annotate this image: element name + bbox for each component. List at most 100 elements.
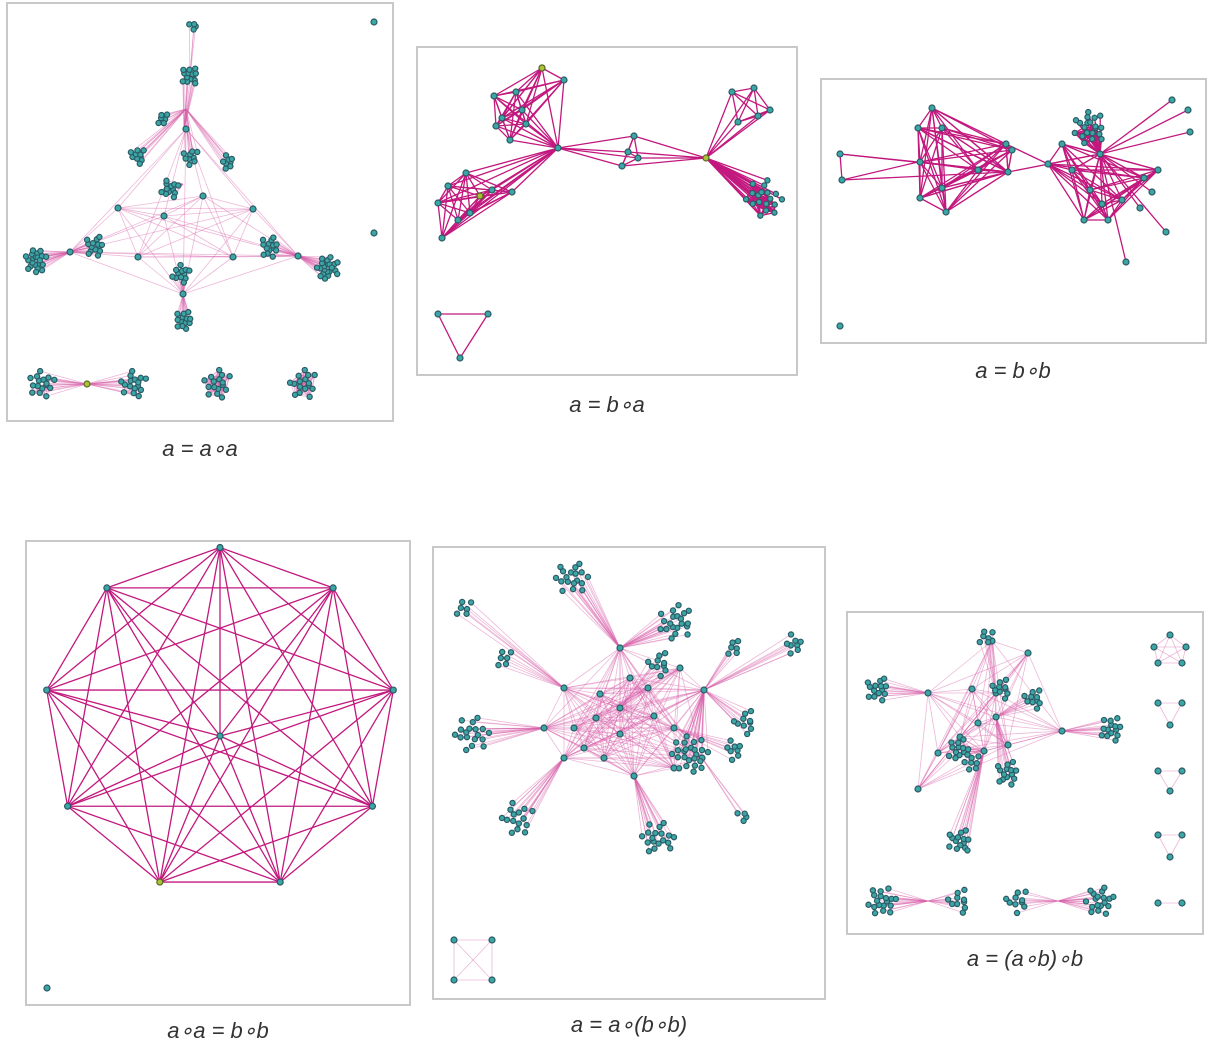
graph-node [974, 166, 982, 174]
graph-edge [983, 744, 1009, 752]
graph-edge [182, 208, 254, 295]
graph-node [182, 155, 189, 162]
graph-node [772, 190, 780, 198]
graph-node [29, 389, 36, 396]
graph-edge [583, 727, 675, 749]
graph-edge [563, 757, 675, 769]
graph-node [211, 383, 218, 391]
graph-edge [297, 255, 338, 263]
graph-node [1154, 699, 1162, 707]
graph-node [1096, 150, 1104, 158]
graph-edge [457, 189, 493, 221]
graph-edge [619, 628, 661, 649]
graph-node [463, 610, 470, 617]
graph-node [334, 259, 341, 266]
graph-edge [629, 677, 705, 691]
graph-node [1024, 698, 1031, 705]
graph-node [792, 637, 799, 644]
graph-node [644, 684, 652, 692]
graph-node [761, 182, 768, 189]
graph-node [729, 639, 736, 646]
graph-edge [703, 644, 798, 691]
graph-edge [991, 640, 1029, 654]
graph-node [305, 380, 313, 387]
graph-edge [927, 688, 973, 694]
graph-node [938, 124, 946, 132]
graph-node [702, 154, 710, 162]
graph-node [521, 829, 529, 836]
graph-edge [1071, 169, 1123, 201]
graph-node [560, 684, 568, 692]
graph-edge [159, 547, 221, 883]
graph-edge [166, 108, 187, 115]
graph-node [1079, 133, 1086, 140]
graph-node [1002, 140, 1010, 148]
graph-edge [185, 108, 227, 169]
graph-edge [40, 250, 71, 253]
graph-edge [599, 689, 705, 695]
graph-node [457, 734, 464, 741]
graph-edge [927, 692, 939, 754]
graph-edge [86, 370, 133, 385]
graph-node [1178, 767, 1186, 775]
graph-edge [703, 689, 746, 714]
graph-edge [633, 767, 675, 777]
graph-edge [185, 108, 229, 160]
graph-node [887, 909, 894, 916]
graph-node [328, 264, 336, 271]
graph-node [916, 158, 924, 166]
graph-node [368, 802, 377, 810]
graph-edge [293, 383, 310, 398]
graph-node [928, 104, 936, 112]
graph-node [644, 839, 651, 846]
graph-node [1105, 902, 1112, 910]
graph-edge [69, 207, 119, 253]
graph-node [1036, 699, 1043, 707]
caption-6: a = (a∘b)∘b [966, 946, 1084, 971]
graph-edge [959, 730, 1063, 738]
graph-node [135, 392, 142, 400]
graph-edge [703, 652, 738, 691]
graph-edge [563, 747, 585, 759]
graph-edge [959, 692, 997, 738]
graph-edge [917, 127, 947, 213]
graph-node [476, 192, 484, 200]
graph-node [507, 806, 514, 813]
graph-edge [279, 587, 334, 883]
graph-node [1002, 895, 1010, 903]
graph-edge [941, 127, 1013, 151]
graph-edge [510, 757, 565, 810]
graph-node [296, 383, 304, 390]
graph-node [771, 209, 778, 216]
graph-node [1100, 716, 1108, 724]
graph-edge [977, 143, 1007, 171]
graph-edge [495, 79, 565, 127]
graph-node [488, 936, 496, 944]
graph-edge [701, 757, 738, 814]
graph-node [663, 625, 670, 633]
graph-node [630, 772, 638, 780]
graph-edge [163, 128, 187, 217]
graph-edge [995, 716, 1014, 763]
graph-node [451, 731, 459, 738]
graph-edge [619, 661, 649, 709]
graph-edge [941, 171, 1009, 189]
graph-edge [563, 687, 655, 717]
graph-edge [583, 733, 621, 749]
graph-node [650, 712, 658, 720]
graph-edge [465, 172, 481, 197]
graph-edge [684, 689, 705, 752]
graph-node [836, 150, 844, 158]
graph-edge [543, 717, 597, 729]
graph-node [333, 270, 341, 278]
graph-node [179, 78, 187, 85]
graph-edge [959, 716, 997, 738]
graph-edge [927, 897, 958, 902]
graph-edge [603, 677, 631, 759]
graph-edge [971, 688, 997, 694]
graph-node [1008, 146, 1016, 154]
graph-edge [272, 255, 299, 258]
graph-node [1082, 898, 1090, 905]
graph-node [502, 660, 510, 668]
graph-edge [603, 715, 655, 759]
